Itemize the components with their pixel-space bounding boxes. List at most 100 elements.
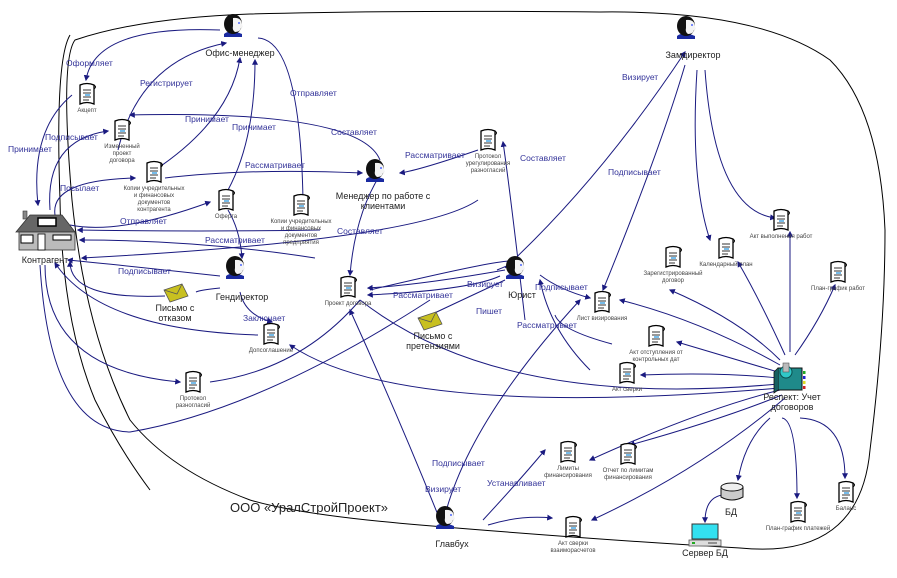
edge-label: Рассматривает bbox=[393, 290, 453, 300]
document-icon bbox=[79, 82, 97, 105]
edge bbox=[694, 69, 712, 242]
edge bbox=[154, 56, 243, 171]
actor-general-director[interactable]: Гендиректор bbox=[216, 256, 269, 302]
actor-label: Офис-менеджер bbox=[205, 48, 274, 58]
edge-label: Составляет bbox=[337, 226, 383, 236]
document-payment-schedule[interactable]: План-график платежей bbox=[766, 500, 831, 533]
document-icon bbox=[594, 290, 612, 313]
edge bbox=[39, 264, 431, 433]
edge bbox=[34, 94, 73, 207]
actor-counterparty[interactable]: Контрагент bbox=[15, 210, 76, 265]
edge bbox=[54, 175, 137, 216]
actor-chief-accountant[interactable]: Главбух bbox=[435, 506, 469, 549]
document-icon bbox=[340, 275, 358, 298]
edge bbox=[487, 514, 554, 526]
actor-label: Контрагент bbox=[22, 255, 69, 265]
document-label: Оферта bbox=[215, 214, 238, 220]
edge bbox=[500, 140, 526, 321]
document-icon bbox=[619, 361, 637, 384]
system-db[interactable]: БД bbox=[720, 482, 744, 517]
document-work-schedule[interactable]: План-график работ bbox=[811, 260, 865, 293]
edge-label: Регистрирует bbox=[140, 78, 193, 88]
actor-client-manager[interactable] bbox=[366, 159, 385, 182]
edge bbox=[289, 344, 781, 399]
document-balance[interactable]: Баланс bbox=[836, 480, 856, 513]
document-acceptance[interactable]: Акцепт bbox=[77, 82, 97, 115]
document-label: План-график платежей bbox=[766, 525, 831, 532]
document-icon bbox=[648, 324, 666, 347]
document-supplement[interactable]: Допсоглашение bbox=[249, 322, 294, 355]
edge bbox=[80, 199, 479, 261]
edge bbox=[349, 308, 441, 521]
edge-label: Подписывает bbox=[535, 282, 588, 292]
edge-label: Рассматривает bbox=[405, 150, 465, 160]
document-label: Акцепт bbox=[77, 108, 97, 114]
document-icon bbox=[565, 515, 583, 538]
person-icon bbox=[677, 16, 696, 39]
edge bbox=[628, 394, 783, 447]
edge bbox=[794, 283, 836, 356]
actor-label: Юрист bbox=[508, 290, 536, 300]
edge bbox=[227, 58, 258, 191]
person-icon bbox=[366, 159, 385, 182]
document-label: Акт выполнения работ bbox=[750, 234, 813, 240]
actor-deputy-director[interactable]: Замдиректор bbox=[666, 16, 721, 60]
document-draft-contract[interactable]: Проект договора bbox=[325, 275, 372, 308]
system-respect[interactable] bbox=[773, 362, 806, 394]
document-icon bbox=[293, 193, 311, 216]
edge-label: Рассматривает bbox=[245, 160, 305, 170]
system-db-server[interactable]: Сервер БД bbox=[682, 523, 728, 558]
edge-label: Заключает bbox=[243, 313, 285, 323]
document-calendar-plan[interactable]: Календарный план bbox=[699, 236, 753, 269]
database-icon bbox=[720, 482, 744, 501]
document-icon bbox=[718, 236, 736, 259]
edge bbox=[54, 262, 259, 336]
edge bbox=[675, 340, 779, 373]
edge bbox=[66, 257, 221, 277]
document-approval-sheet[interactable]: Лист визирования bbox=[577, 290, 627, 323]
edge-label: Подписывает bbox=[45, 132, 98, 142]
document-offer[interactable]: Оферта bbox=[215, 188, 238, 221]
letter-claims[interactable] bbox=[417, 311, 443, 331]
person-icon bbox=[224, 14, 243, 37]
edge bbox=[398, 149, 479, 176]
actor-lawyer[interactable]: Юрист bbox=[506, 256, 536, 300]
letter-rejection[interactable] bbox=[163, 283, 189, 303]
document-reconciliation-act[interactable]: Акт сверки bbox=[612, 361, 642, 394]
house-icon bbox=[15, 210, 76, 251]
edge-label: Принимает bbox=[185, 114, 229, 124]
edge-label: Пишет bbox=[476, 306, 502, 316]
edge-label: Составляет bbox=[331, 127, 377, 137]
system-label: Сервер БД bbox=[682, 548, 728, 558]
edge bbox=[444, 299, 581, 516]
edge bbox=[227, 209, 245, 260]
document-icon bbox=[146, 160, 164, 183]
document-work-completion-act[interactable]: Акт выполнения работ bbox=[750, 208, 813, 241]
letter-label-rejection: Письмо с отказом bbox=[155, 303, 195, 323]
actor-label-client-manager: Менеджер по работе с клиентами bbox=[335, 191, 431, 211]
document-icon bbox=[620, 442, 638, 465]
edge bbox=[195, 287, 221, 293]
edge-label: Подписывает bbox=[118, 266, 171, 276]
edge bbox=[602, 64, 686, 292]
edge bbox=[67, 260, 166, 297]
document-icon bbox=[830, 260, 848, 283]
organization-label: ООО «УралСтройПроект» bbox=[230, 500, 388, 515]
edge bbox=[639, 371, 779, 379]
actor-office-manager[interactable]: Офис-менеджер bbox=[205, 14, 275, 58]
edge bbox=[83, 29, 221, 82]
